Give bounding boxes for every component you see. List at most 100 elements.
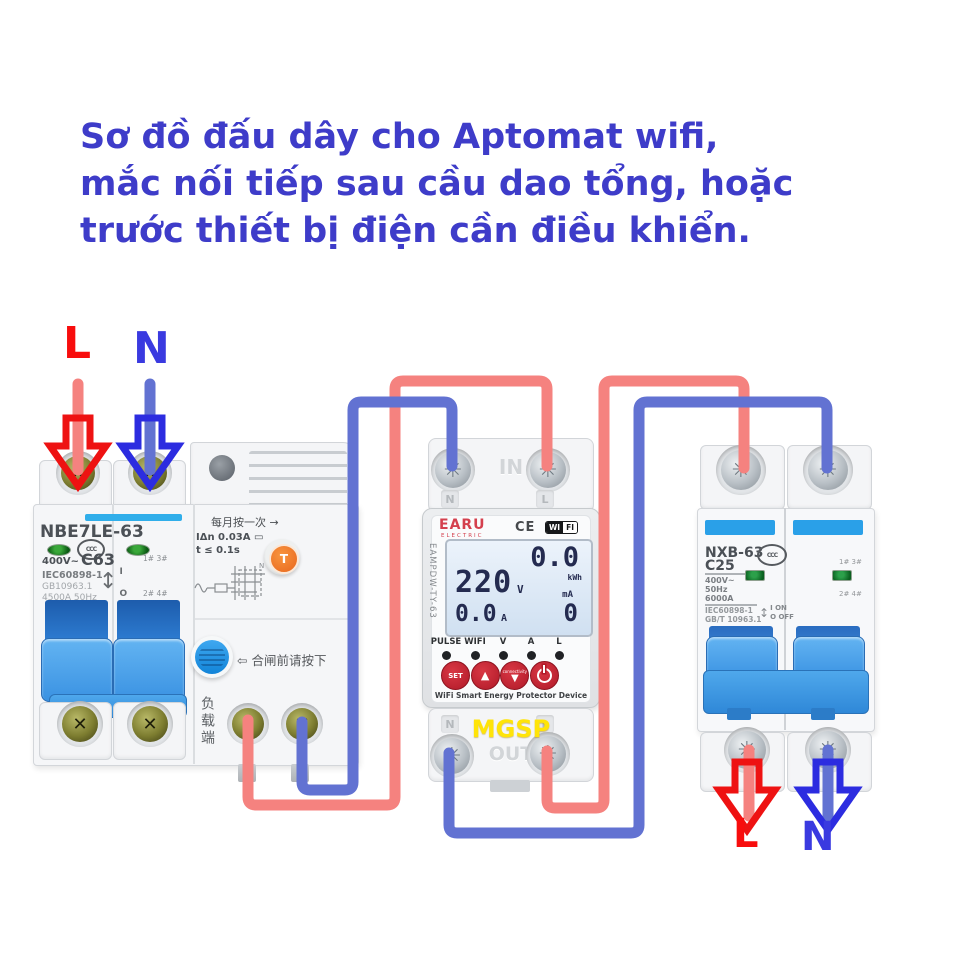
wifi-led	[470, 651, 480, 660]
status-led	[126, 544, 150, 556]
load-side-label: 负载端	[199, 696, 215, 747]
on-symbol: I	[119, 567, 123, 577]
earu-face: EARU ELECTRIC CE WI FI EAMPDW-TY-63 0.0 …	[422, 508, 600, 708]
terminal-screw	[809, 731, 847, 769]
on-off-indicator: ↕ I ON O OFF	[759, 604, 794, 622]
pole2-terminal-marks: 1# 3# 2# 4#	[143, 554, 168, 598]
power-button[interactable]	[529, 661, 559, 690]
terminal-screw	[286, 708, 318, 740]
current-rating: C63	[81, 550, 116, 569]
ce-mark: CE	[515, 520, 536, 535]
updown-arrow-icon: ↕	[759, 606, 770, 620]
terminal-screw	[721, 450, 761, 490]
breaker-stripe	[85, 514, 182, 521]
lcd-leakage: 0	[563, 599, 578, 627]
terminal-screw	[808, 450, 848, 490]
breaker-stripe	[793, 520, 863, 535]
status-led	[832, 570, 852, 581]
output-neutral-label: N	[801, 814, 835, 860]
terminal-screw	[232, 708, 264, 740]
rcd-hole	[209, 455, 235, 481]
rcd-vents	[249, 451, 347, 507]
left-breaker-nbe7le63: NBE7LE-63 CCC 400V~ C63 IEC60898-1 GB109…	[33, 440, 359, 788]
terminal-l-marker: L	[536, 490, 554, 508]
voltage-rating: 400V~	[705, 576, 735, 585]
terminal-screw	[728, 731, 766, 769]
status-led	[745, 570, 765, 581]
standard: IEC60898-1	[705, 606, 753, 615]
din-tab	[490, 780, 530, 792]
set-button[interactable]: SET	[441, 661, 470, 690]
gb-standard: GB/T 10963.1	[705, 615, 762, 624]
diagram-title: Sơ đồ đấu dây cho Aptomat wifi, mắc nối …	[80, 114, 793, 255]
lcd-current: 0.0	[455, 601, 497, 627]
breaker-toggle-handle[interactable]	[41, 638, 113, 702]
lcd-display: 0.0 kWh 220 V mA 0 0.0 A	[445, 539, 593, 637]
monthly-test-note: 每月按一次 →	[211, 516, 279, 529]
mount-pin	[291, 764, 309, 782]
on-off-indicator: ↕ I O	[99, 567, 127, 599]
pole2-terminal-marks: 1# 3# 2# 4#	[839, 558, 862, 598]
terminal-n-marker: N	[441, 490, 459, 508]
terminal-screw	[62, 706, 98, 742]
in-terminal-n-screw	[435, 452, 471, 488]
lcd-voltage: 220	[455, 565, 513, 600]
terminal-screw	[132, 706, 168, 742]
frequency: 50Hz	[705, 585, 728, 594]
lcd-voltage-unit: V	[517, 583, 524, 596]
up-button[interactable]: ▲	[470, 661, 500, 690]
right-breaker-nxb63: NXB-63 CCC C25 400V~ 50Hz 6000A IEC60898…	[697, 440, 877, 792]
off-label: O OFF	[770, 613, 794, 621]
ccc-logo: CCC	[77, 539, 105, 560]
standard: IEC60898-1	[42, 570, 103, 581]
voltage-rating: 400V~	[42, 556, 79, 567]
down-button[interactable]: connectivity▼	[500, 661, 530, 690]
breaking-capacity: 4500A 50Hz	[42, 593, 97, 603]
voltage-led	[498, 651, 508, 660]
mount-pin	[238, 764, 256, 782]
device-caption: WiFi Smart Energy Protector Device	[434, 691, 588, 700]
output-live-label: L	[733, 811, 759, 857]
off-symbol: O	[119, 589, 128, 599]
status-led	[47, 544, 71, 556]
button-row: SET ▲ connectivity▼	[441, 661, 559, 690]
earu-bottom-terminal-block: N L MGSP OUT	[428, 708, 594, 782]
rcd-reset-button[interactable]	[195, 640, 229, 674]
title-line-2: mắc nối tiếp sau cầu dao tổng, hoặc	[80, 164, 794, 204]
breaker-toggle-handle[interactable]	[113, 638, 185, 702]
out-terminal-n-screw	[434, 738, 470, 774]
led-indicator-row: PULSE WIFI V A L	[431, 637, 573, 660]
gb-standard: GB10963.1	[42, 582, 93, 592]
lcd-energy-unit: kWh	[567, 573, 582, 582]
test-button[interactable]: T	[269, 544, 299, 574]
rcd-circuit-diagram: N	[194, 562, 265, 600]
current-rating: C25	[705, 558, 735, 574]
lcd-energy: 0.0	[530, 542, 579, 573]
terminal-screw	[133, 456, 167, 490]
leakage-led	[554, 651, 564, 660]
pulse-led	[441, 651, 451, 660]
brand-logo: EARU ELECTRIC	[439, 517, 486, 539]
title-line-1: Sơ đồ đấu dây cho Aptomat wifi,	[80, 117, 719, 157]
lcd-current-unit: A	[501, 613, 508, 624]
updown-arrow-icon: ↕	[99, 569, 118, 594]
trip-time-spec: t ≤ 0.1s	[196, 545, 240, 556]
in-terminal-l-screw	[530, 452, 566, 488]
wifi-energy-protector: IN N L EARU ELECTRIC CE WI FI EAMPDW-TY-…	[420, 433, 600, 793]
input-live-label: L	[63, 318, 92, 369]
watermark: MGSP	[471, 715, 551, 743]
earu-top-terminal-block: IN N L	[428, 438, 594, 513]
svg-text:N: N	[259, 562, 264, 570]
input-neutral-label: N	[133, 323, 170, 374]
current-led	[526, 651, 536, 660]
breaking-capacity: 6000A	[705, 594, 734, 603]
terminal-screw	[61, 456, 95, 490]
wifi-badge: WI FI	[545, 521, 578, 534]
ccc-logo: CCC	[757, 544, 787, 566]
power-icon	[536, 668, 552, 683]
title-line-3: trước thiết bị điện cần điều khiển.	[80, 211, 751, 251]
close-before-note: ⇦ 合闸前请按下	[237, 653, 327, 668]
on-label: I ON	[770, 604, 787, 612]
left-breaker-model: NBE7LE-63	[40, 522, 144, 542]
